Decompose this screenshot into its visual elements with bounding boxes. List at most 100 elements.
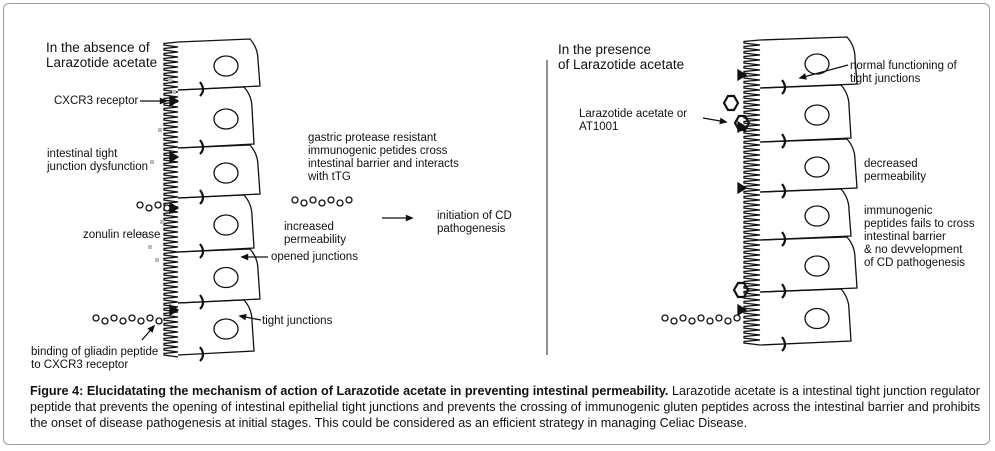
cxcr3-receptor-icon (169, 150, 180, 164)
zonulin-release-label: zonulin release (83, 229, 161, 241)
right-epithelial-cell (759, 288, 852, 346)
cxcr3-receptor-label: CXCR3 receptor (54, 95, 139, 107)
gliadin-peptide-icon (92, 314, 100, 322)
gliadin-peptide-icon (145, 204, 153, 212)
pointer-arrow-head (238, 313, 247, 321)
gliadin-peptide-icon (336, 199, 344, 207)
left-cell-nucleus (213, 318, 239, 340)
figure-frame (3, 3, 990, 445)
right-tight-junction (781, 336, 787, 352)
zonulin-dot (155, 258, 159, 262)
gliadin-peptide-icon (300, 199, 308, 207)
right-epithelial-cell (759, 138, 858, 193)
pointer-arrow-head (719, 117, 728, 125)
caption-title: Figure 4: Elucidatating the mechanism of… (30, 384, 669, 398)
gliadin-peptide-icon (661, 314, 669, 322)
larazotide-hexagon-icon (732, 281, 750, 299)
gliadin-peptide-icon (733, 314, 741, 322)
cxcr3-receptor-icon (737, 181, 748, 195)
left-cell-nucleus (213, 266, 239, 289)
larazotide-hexagon-icon (722, 94, 740, 112)
pointer-arrow-head (147, 324, 156, 333)
larazotide-hexagon-icon (733, 114, 751, 132)
right-epithelial-cell (759, 84, 852, 143)
opened-junctions-label: opened junctions (271, 251, 358, 263)
pointer-arrow-head (159, 97, 168, 105)
cxcr3-receptor-icon (169, 94, 180, 108)
right-cell-nucleus (804, 104, 830, 126)
gliadin-peptide-icon (163, 204, 171, 212)
gliadin-peptide-icon (146, 314, 154, 322)
pointer-arrow-head (405, 214, 414, 222)
left-cell-nucleus (213, 55, 239, 77)
larazotide-label: Larazotide acetate or AT1001 (579, 108, 688, 133)
gliadin-peptide-icon (706, 317, 714, 325)
pointer-arrow (799, 64, 849, 79)
zonulin-dot (160, 220, 164, 224)
right-cell-nucleus (804, 255, 830, 277)
tight-junctions-label: tight junctions (262, 315, 333, 327)
right-panel-heading: In the presence of Larazotide acetate (558, 42, 685, 72)
right-epithelial-cell (759, 36, 858, 89)
pointer-arrow-head (798, 73, 807, 80)
left-epithelial-cell (177, 299, 255, 356)
decreased-permeability-label: decreased permeability (864, 158, 926, 183)
gliadin-peptide-icon (724, 317, 732, 325)
right-microvilli (743, 39, 761, 346)
zonulin-dot (168, 78, 172, 82)
pointer-arrow-head (240, 253, 249, 261)
left-epithelial-cell (177, 86, 255, 149)
cxcr3-receptor-icon (169, 303, 180, 317)
left-panel-heading: In the absence of Larazotide acetate (46, 40, 158, 70)
cd-initiation-label: initiation of CD pathogenesis (437, 210, 512, 235)
junction-dysfunction-label: intestinal tight junction dysfunction (47, 148, 149, 173)
zonulin-dot (150, 160, 154, 164)
left-cell-nucleus (213, 214, 239, 236)
gliadin-peptide-icon (101, 317, 109, 325)
gliadin-peptide-icon (128, 314, 136, 322)
gliadin-peptide-icon (119, 317, 127, 325)
zonulin-dot (140, 232, 144, 236)
gliadin-peptide-icon (154, 201, 162, 209)
figure-caption: Figure 4: Elucidatating the mechanism of… (30, 383, 980, 431)
increased-permeability-label: increased permeability (284, 221, 346, 246)
normal-junctions-label: normal functioning of tight junctions (850, 60, 957, 85)
gliadin-peptide-icon (688, 317, 696, 325)
left-epithelial-cell (177, 144, 261, 199)
gliadin-peptide-icon (155, 317, 163, 325)
gliadin-peptide-icon (670, 317, 678, 325)
cd-prevention-label: immunogenic peptides fails to cross inte… (864, 205, 975, 269)
left-epithelial-cell (177, 38, 261, 91)
gliadin-peptide-icon (309, 196, 317, 204)
right-cell-nucleus (804, 307, 830, 330)
cxcr3-receptor-icon (737, 68, 748, 82)
zonulin-dot (158, 128, 162, 132)
gliadin-peptide-icon (345, 196, 353, 204)
caption-body: Larazotide acetate is a intestinal tight… (30, 384, 980, 430)
left-microvilli (163, 41, 179, 358)
gliadin-peptide-icon (715, 314, 723, 322)
left-cell-nucleus (213, 162, 239, 184)
gliadin-peptide-icon (291, 196, 299, 204)
zonulin-dot (172, 90, 176, 94)
zonulin-dot (148, 245, 152, 249)
gliadin-binding-label: binding of gliadin peptide to CXCR3 rece… (31, 346, 159, 371)
gastric-peptides-label: gastric protease resistant immunogenic p… (308, 132, 459, 183)
right-epithelial-cell (759, 188, 852, 241)
left-epithelial-cell (177, 194, 255, 253)
cxcr3-receptor-icon (737, 303, 748, 317)
right-cell-nucleus (804, 156, 830, 178)
right-cell-nucleus (804, 205, 830, 227)
gliadin-peptide-icon (136, 201, 144, 209)
gliadin-peptide-icon (327, 196, 335, 204)
left-tight-junction (199, 346, 205, 362)
gliadin-peptide-icon (679, 314, 687, 322)
left-cell-nucleus (213, 108, 239, 130)
gliadin-peptide-icon (318, 199, 326, 207)
gliadin-peptide-icon (137, 317, 145, 325)
left-epithelial-cell (177, 248, 261, 304)
gliadin-peptide-icon (697, 314, 705, 322)
right-epithelial-cell (759, 236, 858, 293)
gliadin-peptide-icon (110, 314, 118, 322)
